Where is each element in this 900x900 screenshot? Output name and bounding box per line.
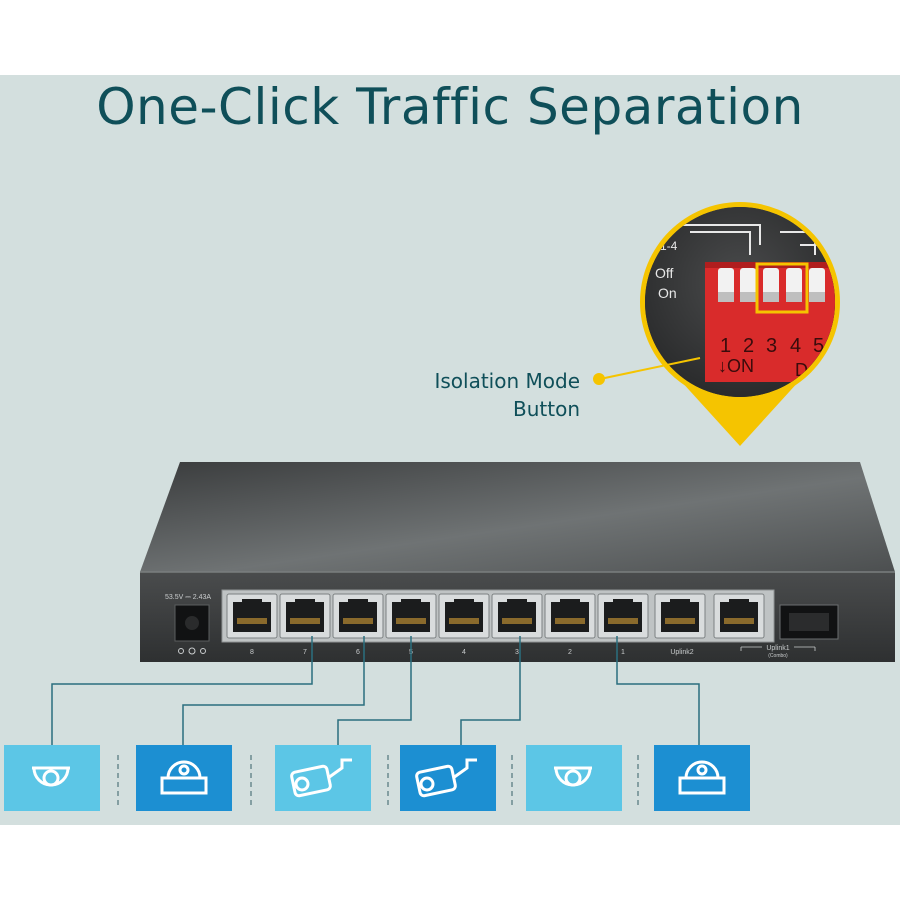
dip-number-4: 4 <box>790 335 801 357</box>
polarity-icon <box>178 647 206 655</box>
port-uplink1 <box>713 593 765 639</box>
fixed-dome-camera-icon <box>160 760 208 795</box>
device-tile-1 <box>4 745 100 811</box>
cable-2 <box>182 636 365 745</box>
port-label-4: 4 <box>462 649 466 656</box>
cable-1 <box>51 636 313 745</box>
port-label-8: 8 <box>250 649 254 656</box>
port-5 <box>385 593 437 639</box>
port-7 <box>279 593 331 639</box>
dip-off-label: Off <box>655 265 674 281</box>
port-6 <box>332 593 384 639</box>
cable-5 <box>616 636 700 745</box>
callout-line-1: Isolation Mode <box>434 369 580 393</box>
cable-lines <box>51 636 700 745</box>
bullet-camera-icon <box>290 758 352 798</box>
dip-number-5: 5 <box>813 335 824 357</box>
port-4 <box>438 593 490 639</box>
uplink1-label: Uplink1 <box>766 645 789 652</box>
callout-label: Isolation Mode Button <box>434 367 580 423</box>
port-label-7: 7 <box>303 649 307 656</box>
uplink2-label: Uplink2 <box>670 649 693 656</box>
dip-number-1: 1 <box>720 335 731 357</box>
port-uplink2 <box>654 593 706 639</box>
uplink1-sub-label: (Combo) <box>768 653 788 659</box>
callout-dot <box>593 373 605 385</box>
dome-camera-icon <box>32 766 70 787</box>
page-title: One-Click Traffic Separation <box>96 78 804 136</box>
port-label-2: 2 <box>568 649 572 656</box>
device-tile-2 <box>136 745 232 811</box>
dip-on-label: On <box>658 285 677 301</box>
network-switch: 53.5V ⎓ 2.43A 8 7 6 5 4 3 2 1 U <box>140 462 895 662</box>
port-2 <box>544 593 596 639</box>
callout-line-2: Button <box>513 397 580 421</box>
dip-number-2: 2 <box>743 335 754 357</box>
port-label-3: 3 <box>515 649 519 656</box>
device-tile-3 <box>275 745 371 811</box>
port-3 <box>491 593 543 639</box>
bullet-camera-icon <box>415 758 477 798</box>
callout-line <box>599 357 701 380</box>
cable-4 <box>460 636 521 745</box>
dip-on-marker: ↓ON <box>718 356 754 376</box>
power-rating-label: 53.5V ⎓ 2.43A <box>165 594 211 601</box>
dip-switch-magnifier: 1-4 Off On 1 2 3 4 5 ↓ON D <box>640 202 840 402</box>
cable-3 <box>337 636 412 745</box>
fixed-dome-camera-icon <box>678 760 726 795</box>
port-label-6: 6 <box>356 649 360 656</box>
port-8 <box>226 593 278 639</box>
device-tile-5 <box>526 745 622 811</box>
dome-camera-icon <box>554 766 592 787</box>
port-1 <box>597 593 649 639</box>
port-label-1: 1 <box>621 649 625 656</box>
background-panel <box>0 75 900 825</box>
device-tile-4 <box>400 745 496 811</box>
dip-number-3: 3 <box>766 335 777 357</box>
switch-top <box>140 462 895 572</box>
device-tile-6 <box>654 745 750 811</box>
